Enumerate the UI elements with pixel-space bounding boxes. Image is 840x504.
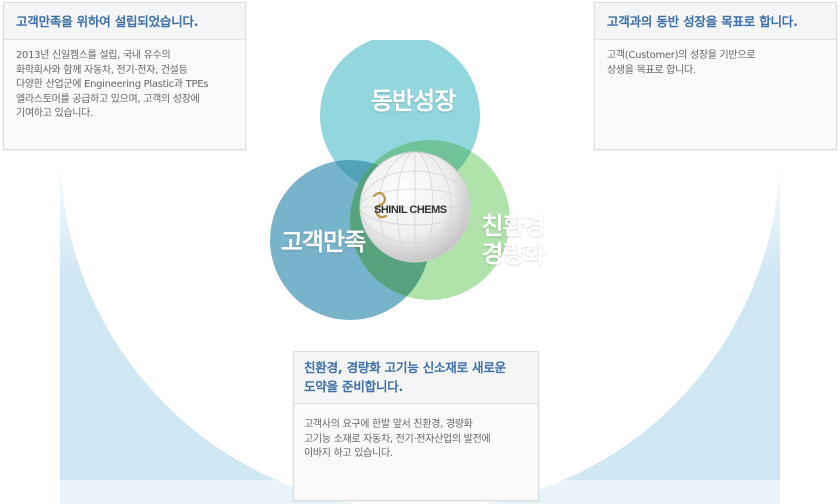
body-line: 고기능 소재로 자동차, 전기·전자산업의 발전에 (304, 433, 491, 445)
title-line: 도약을 준비합니다. (304, 379, 404, 394)
box-title: 친환경, 경량화 고기능 신소재로 새로운 도약을 준비합니다. (294, 352, 538, 404)
body-line: 다양한 산업군에 Engineering Plastic과 TPEs (16, 79, 209, 90)
info-box-co-growth: 고객과의 동반 성장을 목표로 합니다. 고객(Customer)의 성장을 기… (594, 2, 837, 150)
info-box-customer-satisfaction: 고객만족을 위하여 설립되었습니다. 2013년 신일켐스를 설립, 국내 유수… (3, 2, 246, 150)
label-eco-line-1: 친환경 (481, 212, 545, 240)
venn-diagram (270, 40, 510, 320)
box-title: 고객과의 동반 성장을 목표로 합니다. (595, 3, 836, 40)
label-eco-lightweight: 친환경 경량화 (468, 212, 558, 268)
body-line: 고객(Customer)의 성장을 기반으로 (607, 50, 756, 61)
sphere-grid-lines (359, 151, 471, 263)
company-logo-text: SHINIL CHEMS (374, 204, 447, 216)
title-line: 친환경, 경량화 고기능 신소재로 새로운 (304, 360, 506, 375)
box-body: 고객사의 요구에 한발 앞서 친환경, 경량화 고기능 소재로 자동차, 전기·… (294, 404, 538, 470)
box-body: 2013년 신일켐스를 설립, 국내 유수의 화학회사와 함께 자동차, 전기·… (4, 40, 245, 131)
body-line: 기여하고 있습니다. (16, 108, 93, 119)
body-line: 엘라스토머를 공급하고 있으며, 고객의 성장에 (16, 93, 200, 105)
box-body: 고객(Customer)의 성장을 기반으로 상생을 목표로 합니다. (595, 40, 836, 87)
shinil-chems-logo-icon (372, 191, 388, 219)
body-line: 2013년 신일켐스를 설립, 국내 유수의 (16, 50, 171, 61)
box-title: 고객만족을 위하여 설립되었습니다. (4, 3, 245, 40)
body-line: 화학회사와 함께 자동차, 전기·전자, 건설등 (16, 64, 188, 76)
label-eco-line-2: 경량화 (481, 240, 545, 268)
info-box-eco-lightweight: 친환경, 경량화 고기능 신소재로 새로운 도약을 준비합니다. 고객사의 요구… (293, 351, 539, 501)
label-co-growth: 동반성장 (370, 87, 456, 115)
body-line: 고객사의 요구에 한발 앞서 친환경, 경량화 (304, 419, 473, 430)
body-line: 상생을 목표로 합니다. (607, 64, 696, 76)
body-line: 이바지 하고 있습니다. (304, 448, 393, 459)
label-customer-satisfaction: 고객만족 (280, 228, 366, 256)
